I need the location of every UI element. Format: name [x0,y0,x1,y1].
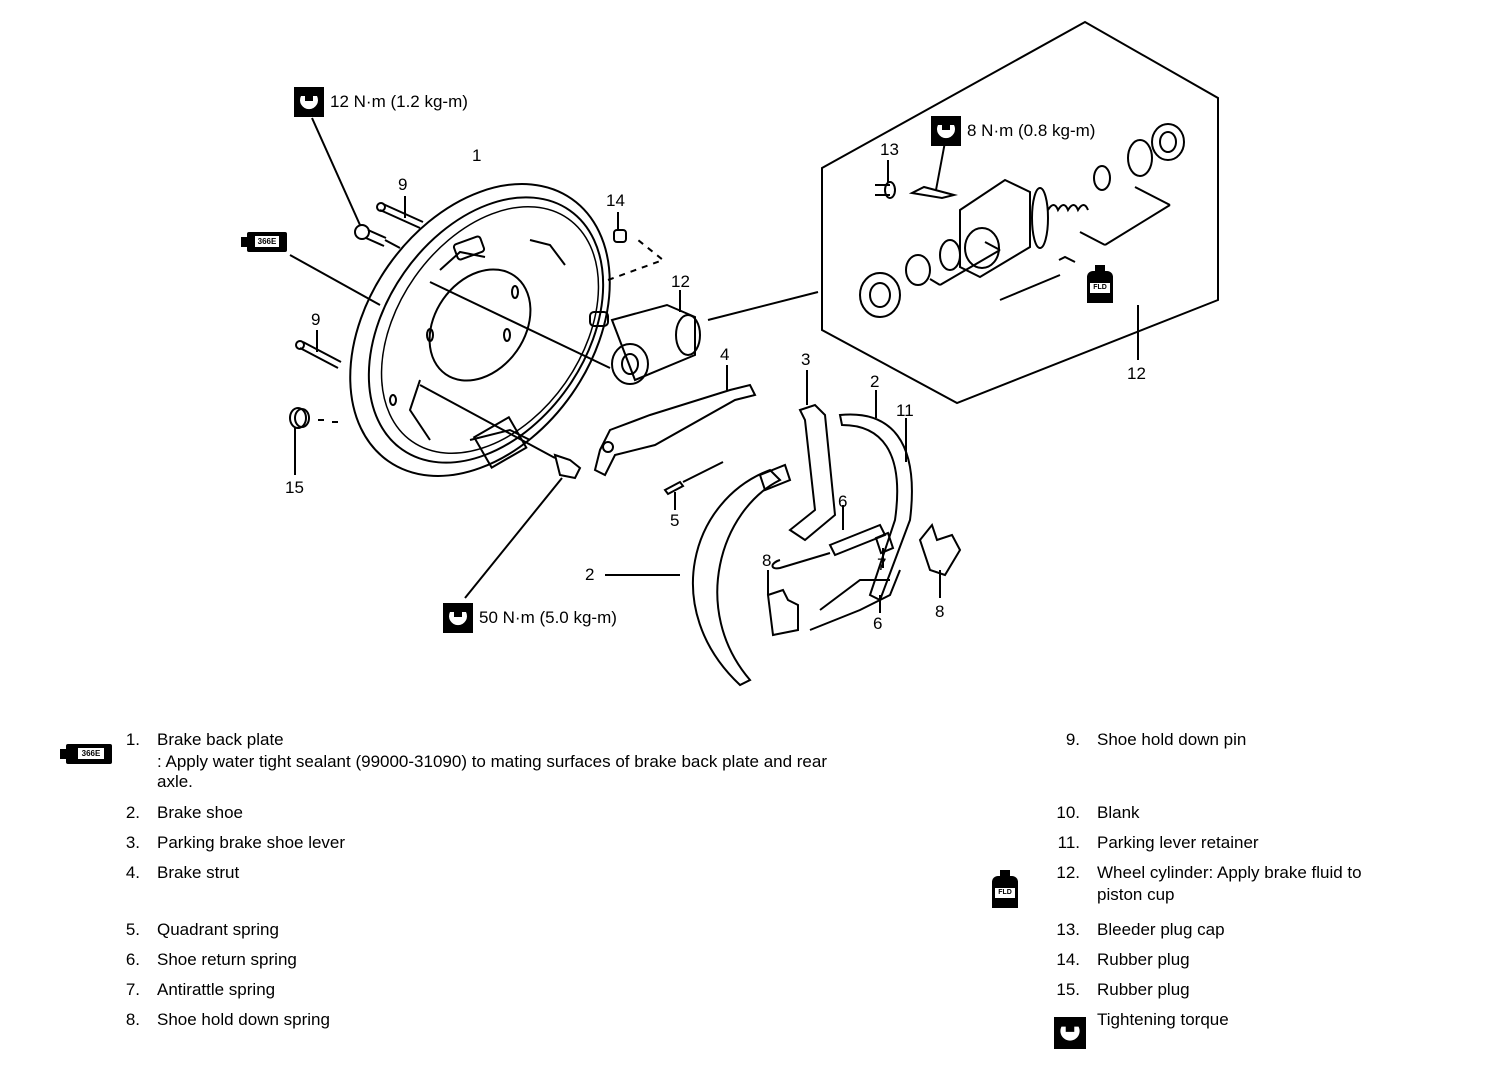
fluid-code-label: FLD [1090,283,1110,293]
fluid-code-label: FLD [995,888,1015,898]
callout-6-upper: 6 [838,492,848,511]
shoe-hold-down-spring-left [766,570,799,637]
sealant-tube-icon: 366E [60,744,114,764]
brake-back-plate [349,183,611,477]
mounting-bolt [311,117,401,249]
antirattle-spring [874,531,895,568]
exploded-brake-diagram [289,20,1219,687]
rubber-plug-15 [289,407,338,475]
callout-8-right: 8 [935,602,945,621]
legend-item-1-note-cont: axle. [157,772,193,791]
shoe-hold-down-spring-right [918,522,962,598]
rubber-plug-14 [607,212,666,281]
torque-value: 8 N·m (0.8 kg-m) [967,121,1096,140]
shoe-return-spring [771,505,887,570]
callout-9-top: 9 [398,175,408,194]
torque-value: 12 N·m (1.2 kg-m) [330,92,468,111]
torque-wrench-icon [443,603,473,633]
sealant-code-label: 366E [255,236,279,247]
callout-12-detail: 12 [1127,364,1146,383]
callout-8-left: 8 [762,551,772,570]
brake-fluid-icon: FLD [992,870,1018,908]
callout-6-lower: 6 [873,614,883,633]
wheel-cylinder-detail-box [821,20,1219,405]
legend-item-1-note: : Apply water tight sealant (99000-31090… [157,752,828,771]
callout-2-right: 2 [870,372,880,391]
torque-value: 50 N·m (5.0 kg-m) [479,608,617,627]
backplate-bolt [419,384,582,599]
shoe-return-spring-lower [809,569,901,631]
quadrant-spring [663,461,724,510]
shoe-hold-down-pin-top [376,196,424,229]
callout-7: 7 [877,555,887,574]
brake-shoe-right [838,390,913,602]
callout-2-left: 2 [585,565,595,584]
legend-item-12-cont: piston cup [1097,885,1175,904]
shoe-hold-down-pin-left [295,330,342,369]
callout-12-plate: 12 [671,272,690,291]
callout-9-left: 9 [311,310,321,329]
callout-13: 13 [880,140,899,159]
brake-fluid-icon: FLD [1087,265,1113,303]
callout-1: 1 [472,146,482,165]
torque-spec-50nm: 50 N·m (5.0 kg-m) [443,603,617,633]
sealant-code-label: 366E [78,748,104,759]
torque-wrench-icon [1054,1017,1086,1049]
callout-5: 5 [670,511,680,530]
torque-spec-8nm: 8 N·m (0.8 kg-m) [931,116,1095,146]
sealant-leader [289,254,381,306]
parking-brake-shoe-lever [788,370,837,542]
callout-11: 11 [896,401,914,420]
wheel-cylinder-assembled [429,281,819,385]
torque-wrench-icon [294,87,324,117]
callout-14: 14 [606,191,625,210]
callout-3: 3 [801,350,811,369]
brake-strut [593,365,757,477]
callout-15: 15 [285,478,304,497]
torque-wrench-icon [931,116,961,146]
torque-spec-12nm: 12 N·m (1.2 kg-m) [294,87,468,117]
brake-shoe-left [605,463,792,687]
sealant-tube-icon: 366E [241,232,291,252]
callout-4: 4 [720,345,730,364]
